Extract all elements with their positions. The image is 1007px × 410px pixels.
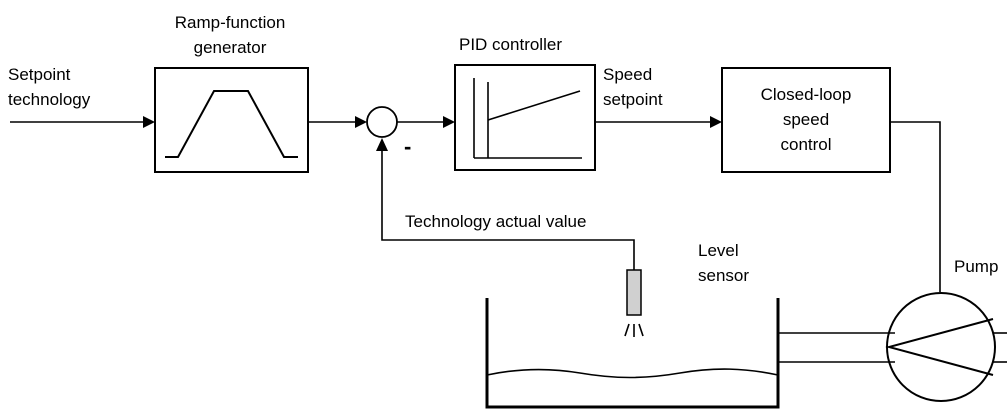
level-sensor-label-line1: Level bbox=[698, 241, 739, 260]
pid-input-arrowhead bbox=[443, 116, 455, 128]
pump-icon bbox=[886, 292, 996, 402]
closed-loop-label-line1: Closed-loop bbox=[761, 85, 852, 104]
pump-impeller-lines bbox=[885, 318, 994, 376]
speed-control-to-pump-line bbox=[890, 121, 941, 292]
closed-loop-speed-control-block bbox=[721, 67, 891, 173]
setpoint-label-line1: Setpoint bbox=[8, 65, 71, 84]
tank-water-surface bbox=[486, 368, 779, 379]
summing-junction bbox=[366, 106, 398, 138]
ramp-input-arrowhead bbox=[143, 116, 155, 128]
setpoint-label-line2: technology bbox=[8, 90, 91, 109]
level-sensor-body bbox=[626, 269, 642, 316]
tank-walls bbox=[485, 298, 780, 409]
ramp-curve-icon bbox=[165, 90, 298, 158]
speed-control-input-arrowhead bbox=[710, 116, 722, 128]
sensor-beam-left bbox=[624, 323, 630, 337]
ramp-generator-label-line1: Ramp-function bbox=[175, 13, 286, 32]
technology-actual-value-label: Technology actual value bbox=[405, 212, 586, 231]
pid-ramp-line bbox=[487, 90, 581, 121]
pid-controller-block bbox=[454, 64, 596, 171]
speed-setpoint-label-line2: setpoint bbox=[603, 90, 663, 109]
pid-controller-label: PID controller bbox=[459, 35, 562, 54]
minus-sign: - bbox=[404, 134, 411, 159]
pump-label: Pump bbox=[954, 257, 998, 276]
closed-loop-label-line3: control bbox=[780, 135, 831, 154]
level-sensor-label-line2: sensor bbox=[698, 266, 749, 285]
feedback-arrowhead bbox=[376, 138, 388, 151]
ramp-function-generator-block bbox=[154, 67, 309, 173]
ramp-generator-label-line2: generator bbox=[194, 38, 267, 57]
feedback-line bbox=[381, 151, 635, 270]
sum-input-arrowhead bbox=[355, 116, 367, 128]
sensor-beam-right bbox=[638, 323, 644, 337]
closed-loop-label-line2: speed bbox=[783, 110, 829, 129]
speed-setpoint-label-line1: Speed bbox=[603, 65, 652, 84]
